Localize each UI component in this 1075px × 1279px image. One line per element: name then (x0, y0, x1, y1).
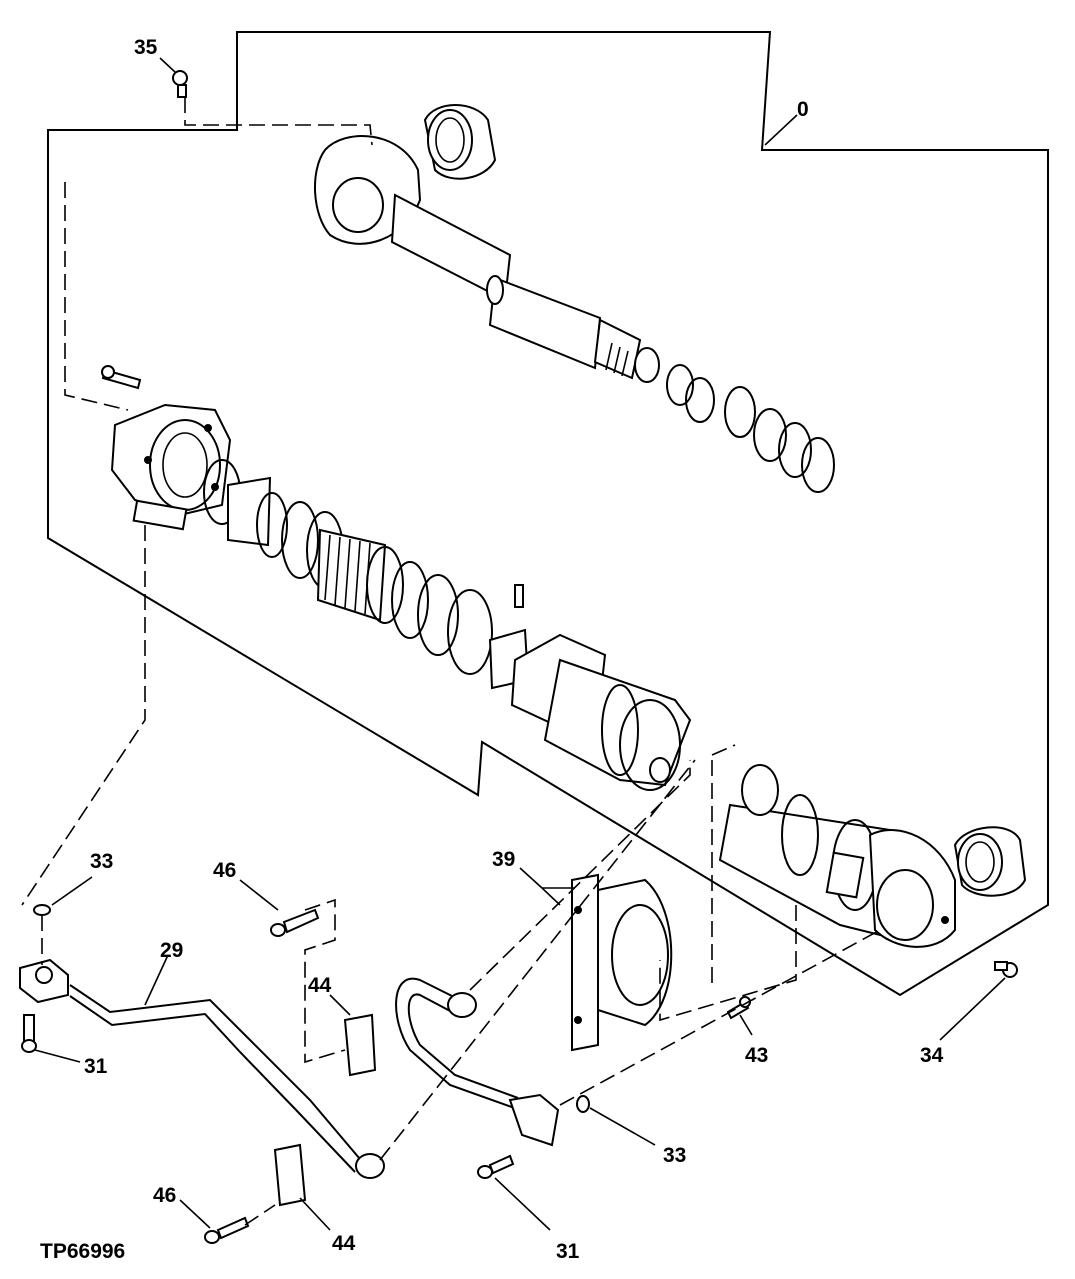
callout-39: 39 (492, 848, 515, 871)
callout-46-upper: 46 (213, 859, 236, 882)
piston-body (510, 633, 692, 791)
callout-44-lower: 44 (332, 1232, 356, 1255)
assembly-guides (21, 97, 881, 1226)
callout-0: 0 (797, 98, 809, 121)
cylinder-barrel (718, 764, 956, 948)
callout-31-bottom: 31 (556, 1240, 580, 1263)
cylinder-head (101, 365, 232, 531)
barrel-bushing (953, 826, 1027, 897)
callout-33-upper: 33 (90, 850, 113, 873)
o-ring-33-lower (576, 1095, 590, 1113)
figure-code: TP66996 (40, 1240, 125, 1263)
piston-rod (314, 135, 660, 383)
bolt-46-lower (204, 1216, 250, 1244)
callout-46-lower: 46 (153, 1184, 176, 1207)
clamp-39 (571, 873, 673, 1052)
grease-fitting-35 (172, 70, 188, 98)
assembly-outline (47, 31, 1049, 997)
callout-31-left: 31 (84, 1055, 108, 1078)
bolt-43 (726, 996, 751, 1020)
bolt-46-upper (270, 908, 320, 937)
exploded-boundary (64, 182, 129, 411)
rod-bushing (423, 104, 497, 180)
callout-29: 29 (160, 939, 183, 962)
clip-44-upper (343, 1013, 377, 1077)
piston-stack (203, 459, 530, 690)
callout-33-lower: 33 (663, 1144, 686, 1167)
clip-44-lower (273, 1143, 307, 1207)
leader-lines (34, 57, 1006, 1231)
seal-rings-upper (666, 364, 835, 493)
tube-29 (19, 958, 385, 1179)
grease-fitting-34 (994, 961, 1018, 978)
callout-35: 35 (134, 36, 158, 59)
bolt-31-left (21, 1014, 37, 1053)
callout-44-upper: 44 (308, 974, 332, 997)
callout-43: 43 (745, 1044, 768, 1067)
tube-lower-loop (395, 977, 560, 1147)
bolt-31-bottom (477, 1154, 515, 1179)
o-ring-33-upper (33, 904, 51, 916)
callout-34: 34 (920, 1044, 944, 1067)
